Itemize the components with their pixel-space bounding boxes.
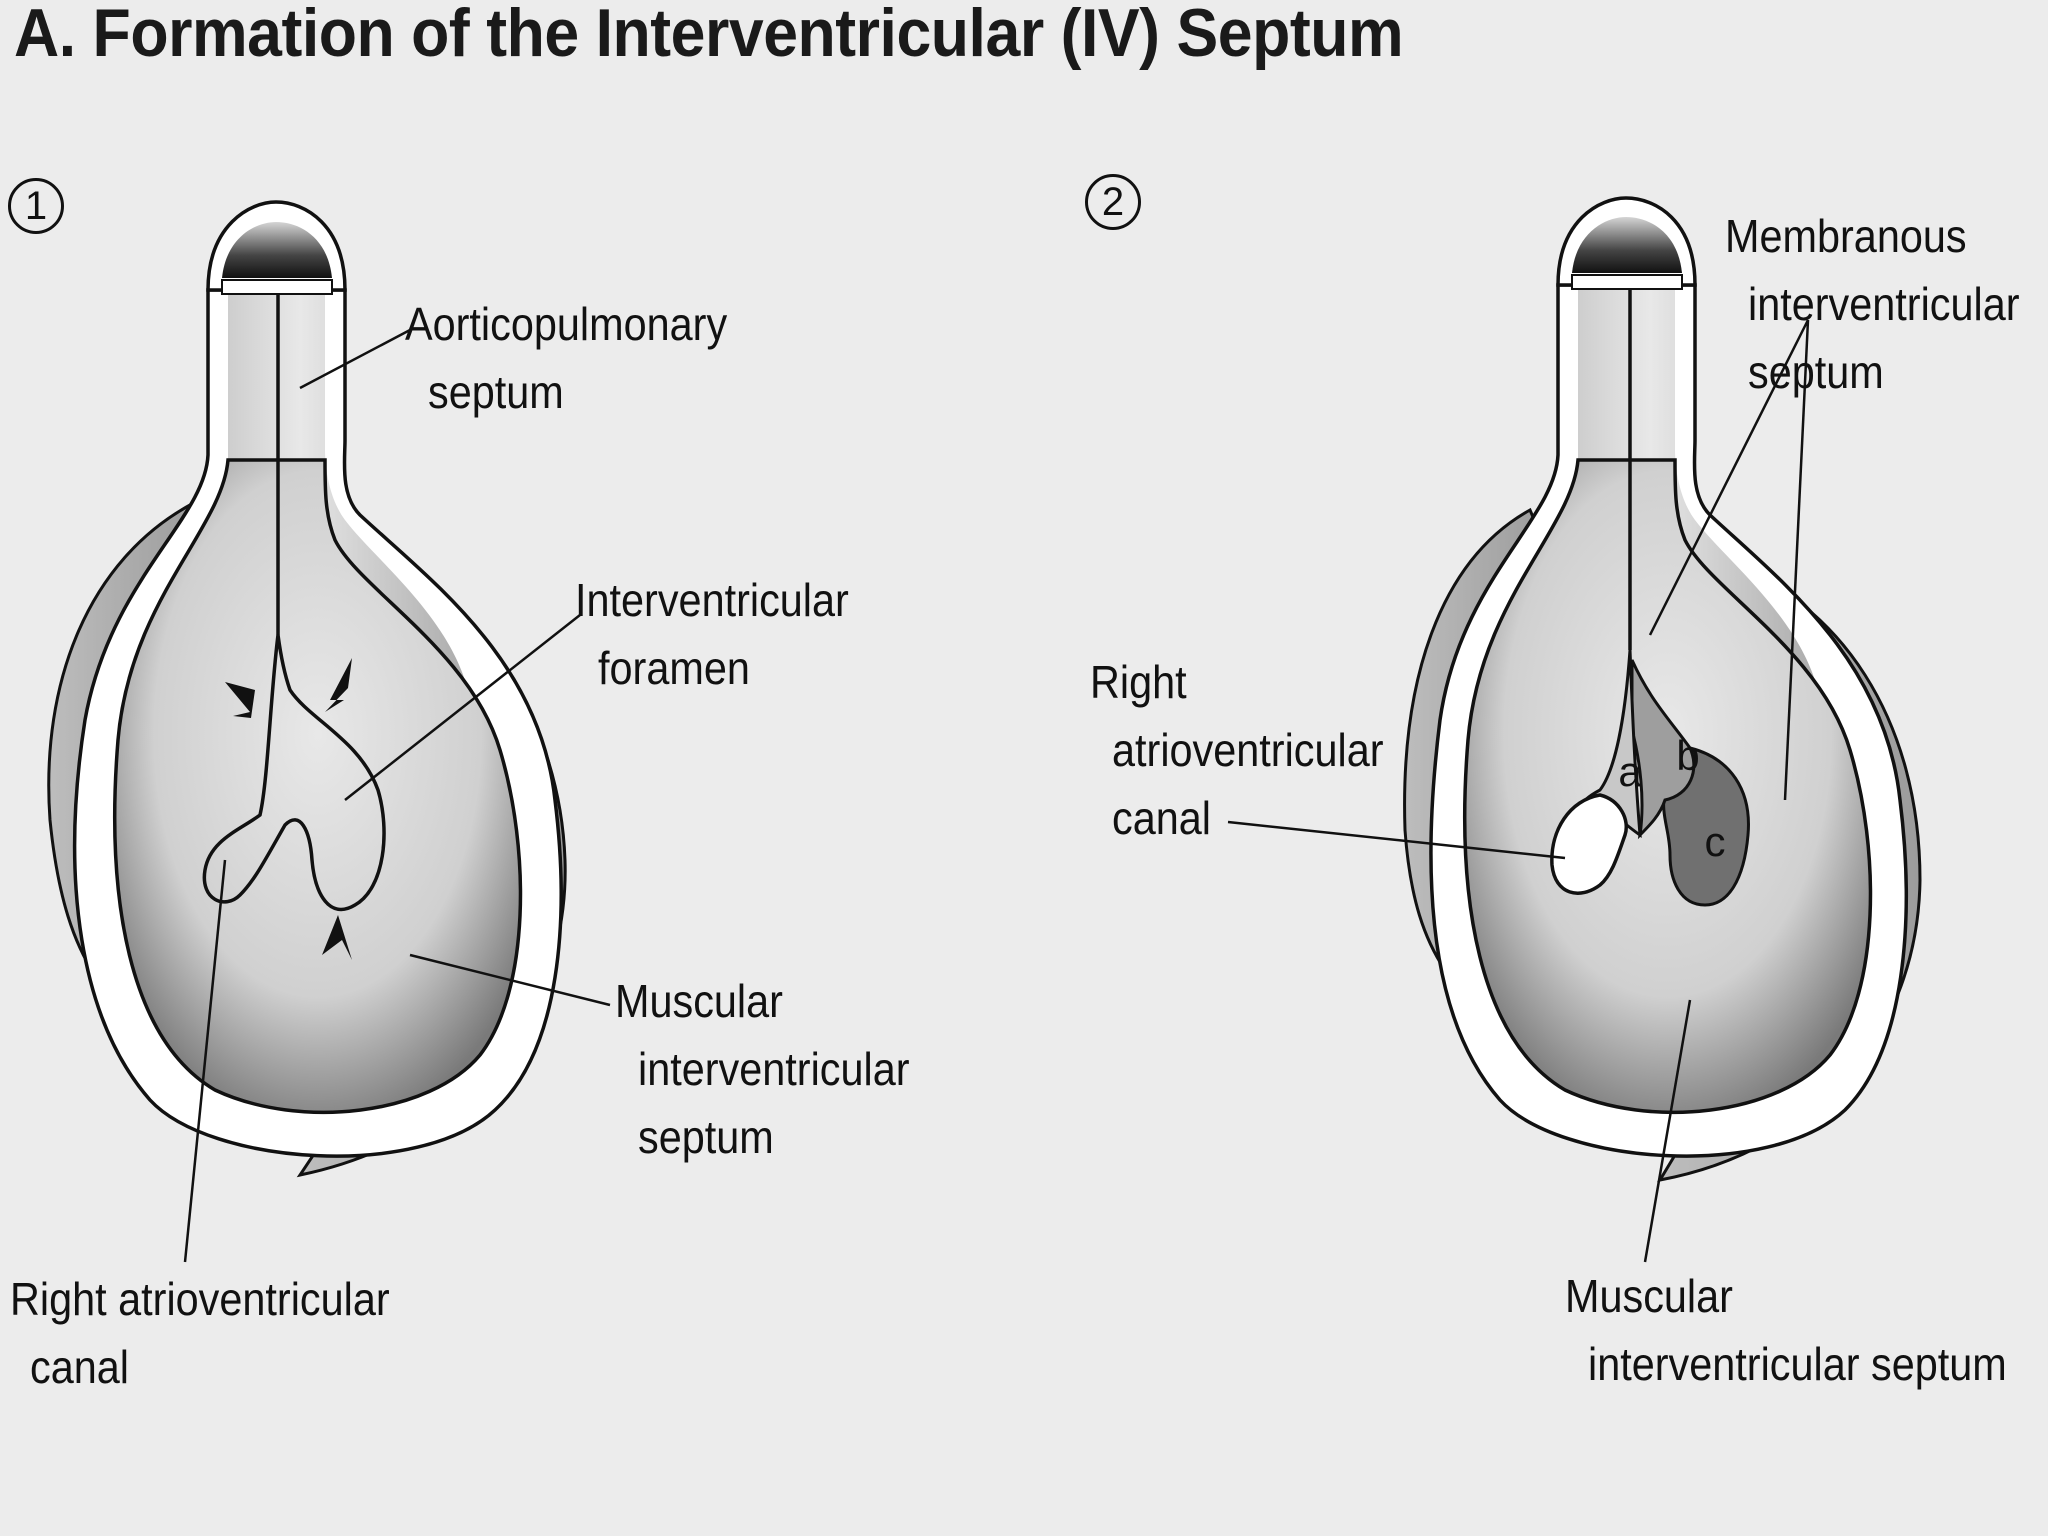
panel-1-cap-band: [221, 279, 333, 295]
panel-2-heart: [1227, 196, 1922, 1263]
label-p1-right-av-line1: Right atrioventricular: [10, 1273, 390, 1325]
panel-2-leader-membranous-2: [1783, 319, 1810, 801]
panel-1-leader-muscular: [409, 953, 611, 1007]
segment-label-a: a: [1618, 748, 1642, 795]
panel-2-leader-right-av: [1227, 820, 1566, 860]
segment-label-b: b: [1676, 732, 1700, 779]
label-p2-muscular-line2: interventricular septum: [1588, 1338, 2007, 1390]
label-p2-right-av-line2: atrioventricular: [1112, 724, 1384, 776]
panel-1-leader-aorticopulmonary: [299, 328, 411, 390]
panel-2-leader-muscular: [1643, 999, 1692, 1263]
label-iv-foramen-line1: Interventricular: [575, 574, 849, 626]
label-aorticopulmonary-line2: septum: [428, 366, 564, 418]
panel-1-arrow-bottom: [322, 915, 352, 960]
panel-1-cap-dark: [222, 222, 332, 278]
panel-1-heart: [47, 200, 611, 1263]
panel-2-cap-dark: [1572, 217, 1682, 273]
label-p1-muscular-line2: interventricular: [638, 1043, 910, 1095]
panel-1-arrow-right: [325, 658, 352, 712]
label-iv-foramen-line2: foramen: [598, 642, 750, 694]
label-membranous-line3: septum: [1748, 346, 1884, 398]
panel-2-leader-membranous-1: [1648, 319, 1810, 636]
panel-2-segment-b: [1630, 659, 1696, 840]
label-p1-right-av-line2: canal: [30, 1341, 129, 1393]
panel-1-septum-outline: [202, 634, 386, 912]
panel-2-number-badge: 2: [1085, 174, 1141, 230]
label-membranous-line2: interventricular: [1748, 278, 2020, 330]
label-p2-right-av-line1: Right: [1090, 656, 1187, 708]
label-p2-muscular-line1: Muscular: [1565, 1270, 1733, 1322]
panel-1-leader-iv-foramen: [344, 614, 581, 801]
panel-1-number-badge: 1: [8, 178, 64, 234]
segment-label-c: c: [1704, 818, 1726, 865]
panel-1-arrow-left: [225, 682, 255, 718]
panel-2-cap-band: [1571, 274, 1683, 290]
label-p1-muscular-line1: Muscular: [615, 975, 783, 1027]
panel-2-right-av-canal-shape: [1550, 793, 1628, 895]
label-p2-right-av-line3: canal: [1112, 792, 1211, 844]
panel-1-leader-right-av: [183, 859, 227, 1263]
label-p1-muscular-line3: septum: [638, 1111, 774, 1163]
label-aorticopulmonary-line1: Aorticopulmonary: [405, 298, 728, 350]
page-title: A. Formation of the Interventricular (IV…: [14, 0, 1404, 71]
label-membranous-line1: Membranous: [1725, 210, 1967, 262]
